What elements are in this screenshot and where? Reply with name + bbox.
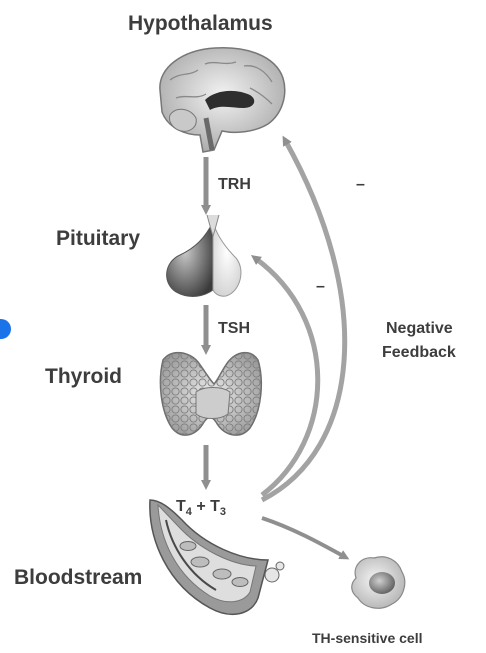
minus-sign-hypothalamus: – <box>356 176 365 193</box>
cell-arrow <box>261 516 350 560</box>
label-t4-t3: T4 + T3 <box>176 498 226 518</box>
label-negative: Negative <box>386 320 453 337</box>
feedback-arrow-pituitary <box>250 255 321 497</box>
blood-vessel-image <box>149 499 285 616</box>
label-trh: TRH <box>218 176 251 193</box>
label-th-sensitive-cell: TH-sensitive cell <box>312 630 423 646</box>
feedback-arrow-hypothalamus <box>260 135 348 503</box>
selection-dot[interactable] <box>0 319 11 339</box>
label-hypothalamus: Hypothalamus <box>128 12 273 35</box>
label-thyroid: Thyroid <box>45 365 122 388</box>
t4-subscript: 4 <box>185 506 192 519</box>
t3-symbol: T <box>210 498 220 515</box>
label-feedback: Feedback <box>382 344 456 361</box>
plus-sign: + <box>191 498 211 515</box>
t4-symbol: T <box>176 498 186 515</box>
t3-subscript: 3 <box>219 506 227 519</box>
cell-image <box>351 556 406 609</box>
pituitary-image <box>166 214 242 297</box>
label-bloodstream: Bloodstream <box>14 566 143 589</box>
label-pituitary: Pituitary <box>56 227 141 250</box>
minus-sign-pituitary: – <box>316 278 325 295</box>
label-tsh: TSH <box>218 320 250 337</box>
thyroid-image <box>159 351 263 436</box>
brain-image <box>159 46 286 153</box>
